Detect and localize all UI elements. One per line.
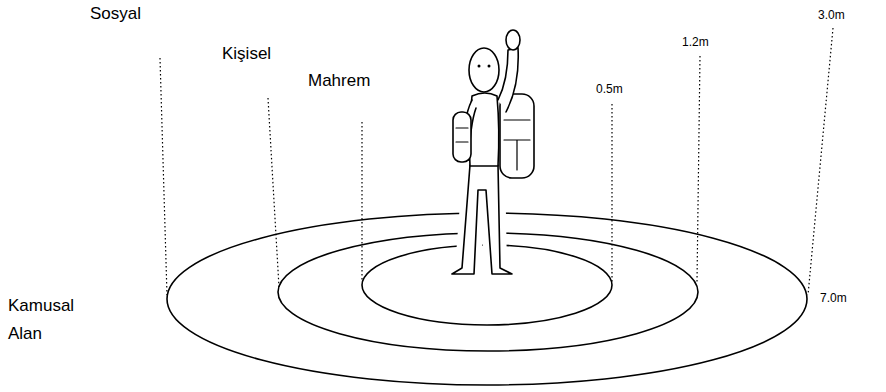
distance-label: 7.0m [820, 291, 847, 305]
zone-label: Kamusal Alan [8, 292, 88, 348]
distance-label: 1.2m [682, 35, 709, 49]
zone-label: Mahrem [308, 67, 370, 95]
distance-label: 0.5m [596, 82, 623, 96]
zone-label: Sosyal [90, 0, 141, 28]
person-figure [452, 30, 534, 274]
zone-label: Kişisel [222, 40, 271, 68]
leader-lines [160, 28, 833, 295]
distance-label: 3.0m [818, 8, 845, 22]
